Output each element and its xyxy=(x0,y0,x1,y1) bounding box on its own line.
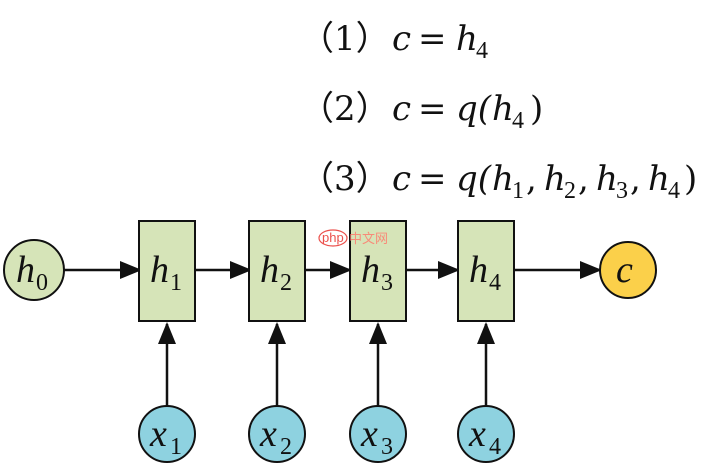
vertical-arrows xyxy=(158,322,495,406)
hidden-label: h xyxy=(260,249,279,291)
h0-sub: 0 xyxy=(36,270,48,296)
equation-number: （2） xyxy=(300,89,390,129)
equation-2: （2） c = q( h 4 ) xyxy=(300,89,543,134)
equation-term-h: h xyxy=(492,159,514,199)
equation-number: （3） xyxy=(300,159,390,199)
input-label: x xyxy=(468,413,486,455)
equation-comma: , xyxy=(578,159,589,199)
equation-term-sub: 1 xyxy=(512,178,524,204)
hidden-sub: 2 xyxy=(280,270,292,296)
equation-term-h: h xyxy=(492,89,514,129)
equation-number: （1） xyxy=(300,19,390,59)
watermark-logo-icon xyxy=(318,229,348,247)
equation-close-paren: ) xyxy=(684,159,697,199)
hidden-label: h xyxy=(469,249,488,291)
watermark-prefix: php xyxy=(322,230,344,245)
equation-operator: = xyxy=(418,19,447,59)
input-node-x1: x 1 xyxy=(138,405,196,463)
input-circle xyxy=(138,405,196,463)
equation-comma: , xyxy=(526,159,537,199)
hidden-box-h2: h 2 xyxy=(248,220,306,322)
h0-node: h 0 xyxy=(3,239,65,301)
hidden-sub: 3 xyxy=(381,270,393,296)
equation-close-paren: ) xyxy=(530,89,543,129)
input-sub: 1 xyxy=(170,434,182,460)
equation-lhs: c xyxy=(392,19,411,59)
equation-3: （3） c = q( h 1 , h 2 , h 3 , h 4 ) xyxy=(300,159,697,204)
equation-lhs: c xyxy=(392,159,411,199)
equation-function-open: q( xyxy=(456,159,492,199)
equation-term-sub: 4 xyxy=(512,108,524,134)
hidden-box xyxy=(138,220,196,322)
hidden-sub: 4 xyxy=(489,270,501,296)
equation-term-sub: 4 xyxy=(476,38,488,64)
input-label: x xyxy=(149,413,167,455)
equation-term-sub: 3 xyxy=(616,178,628,204)
input-circle xyxy=(248,405,306,463)
equation-term-h: h xyxy=(648,159,670,199)
equation-term-h: h xyxy=(596,159,618,199)
equation-term-sub: 4 xyxy=(668,178,680,204)
watermark: php 中文网 xyxy=(318,229,388,247)
input-sub: 3 xyxy=(381,434,393,460)
hidden-box xyxy=(248,220,306,322)
equation-comma: , xyxy=(630,159,641,199)
input-circle xyxy=(349,405,407,463)
equation-lhs: c xyxy=(392,89,411,129)
equation-term-h: h xyxy=(456,19,478,59)
equation-term-sub: 2 xyxy=(564,178,576,204)
hidden-box xyxy=(457,220,515,322)
output-node: c xyxy=(599,241,657,299)
input-node-x4: x 4 xyxy=(457,405,515,463)
input-label: x xyxy=(360,413,378,455)
equation-1: （1） c = h 4 xyxy=(300,19,488,64)
input-node-x2: x 2 xyxy=(248,405,306,463)
hidden-label: h xyxy=(361,249,380,291)
equation-operator: = xyxy=(418,89,447,129)
equation-term-h: h xyxy=(544,159,566,199)
output-circle xyxy=(599,241,657,299)
input-node-x3: x 3 xyxy=(349,405,407,463)
equation-function-open: q( xyxy=(456,89,492,129)
output-label: c xyxy=(616,249,633,291)
hidden-label: h xyxy=(150,249,169,291)
input-sub: 4 xyxy=(489,434,501,460)
hidden-box xyxy=(349,220,407,322)
input-circle xyxy=(457,405,515,463)
h0-circle xyxy=(3,239,65,301)
hidden-box-h3: h 3 xyxy=(349,220,407,322)
hidden-box-h1: h 1 xyxy=(138,220,196,322)
hidden-sub: 1 xyxy=(170,270,182,296)
hidden-box-h4: h 4 xyxy=(457,220,515,322)
input-label: x xyxy=(259,413,277,455)
h0-label: h xyxy=(16,249,35,291)
watermark-text: 中文网 xyxy=(349,231,388,246)
input-sub: 2 xyxy=(280,434,292,460)
equation-operator: = xyxy=(418,159,447,199)
